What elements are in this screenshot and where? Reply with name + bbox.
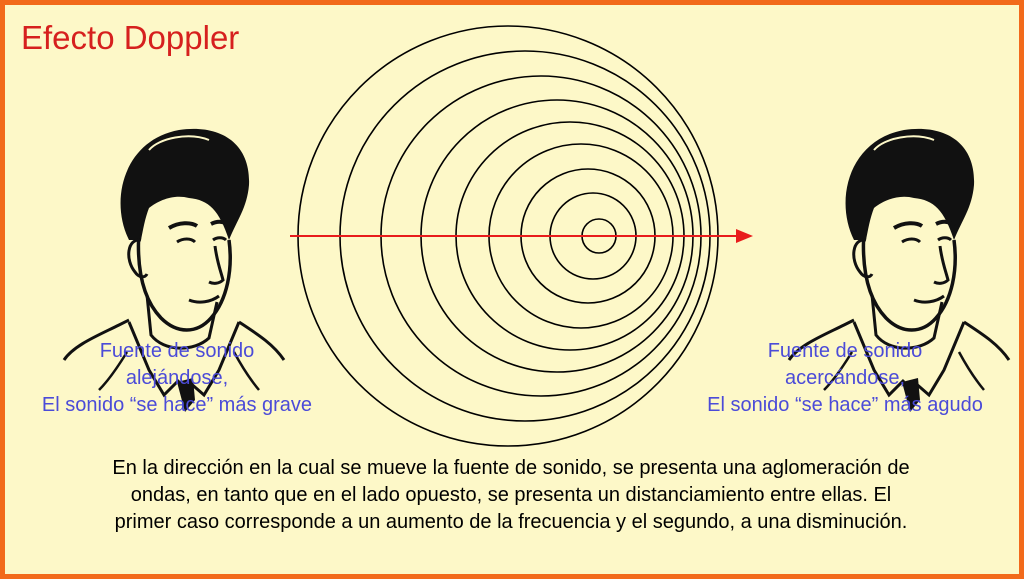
right-caption-line: El sonido “se hace” más agudo <box>707 394 983 416</box>
left-caption-line: El sonido “se hace” más grave <box>41 394 313 416</box>
page-title: Efecto Doppler <box>21 19 240 56</box>
right-caption-line: acercándose, <box>784 367 906 389</box>
direction-arrow-icon <box>290 229 753 243</box>
left-caption: Fuente de sonido alejándose, El sonido “… <box>7 338 347 419</box>
left-caption-line: Fuente de sonido <box>99 340 255 362</box>
doppler-diagram-panel: Efecto Doppler <box>5 5 1019 574</box>
right-caption-line: Fuente de sonido <box>767 340 923 362</box>
explanation-paragraph: En la dirección en la cual se mueve la f… <box>21 455 1001 536</box>
left-caption-line: alejándose, <box>125 367 229 389</box>
wave-diagram <box>62 25 1011 447</box>
explanation-line: primer caso corresponde a un aumento de … <box>114 511 908 533</box>
explanation-line: En la dirección en la cual se mueve la f… <box>112 457 910 479</box>
explanation-line: ondas, en tanto que en el lado opuesto, … <box>130 484 892 506</box>
right-caption: Fuente de sonido acercándose, El sonido … <box>673 338 1017 419</box>
